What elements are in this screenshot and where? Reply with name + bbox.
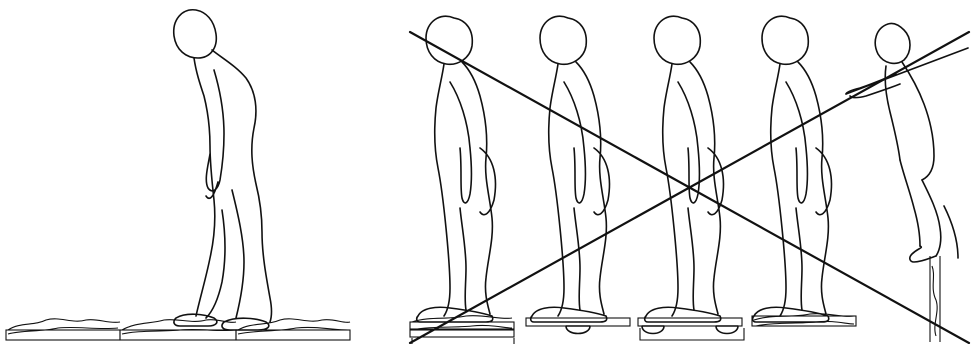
standing-figure-1 xyxy=(417,16,496,322)
walking-figure xyxy=(174,10,272,330)
uneven-ground xyxy=(6,319,350,340)
step-up-figure xyxy=(846,23,968,342)
foam-pads-stack xyxy=(410,316,514,344)
standing-figure-2 xyxy=(531,16,610,322)
standing-figure-4 xyxy=(753,16,832,322)
balance-board-dome xyxy=(526,318,630,334)
foam-pad-on-board xyxy=(752,314,856,326)
